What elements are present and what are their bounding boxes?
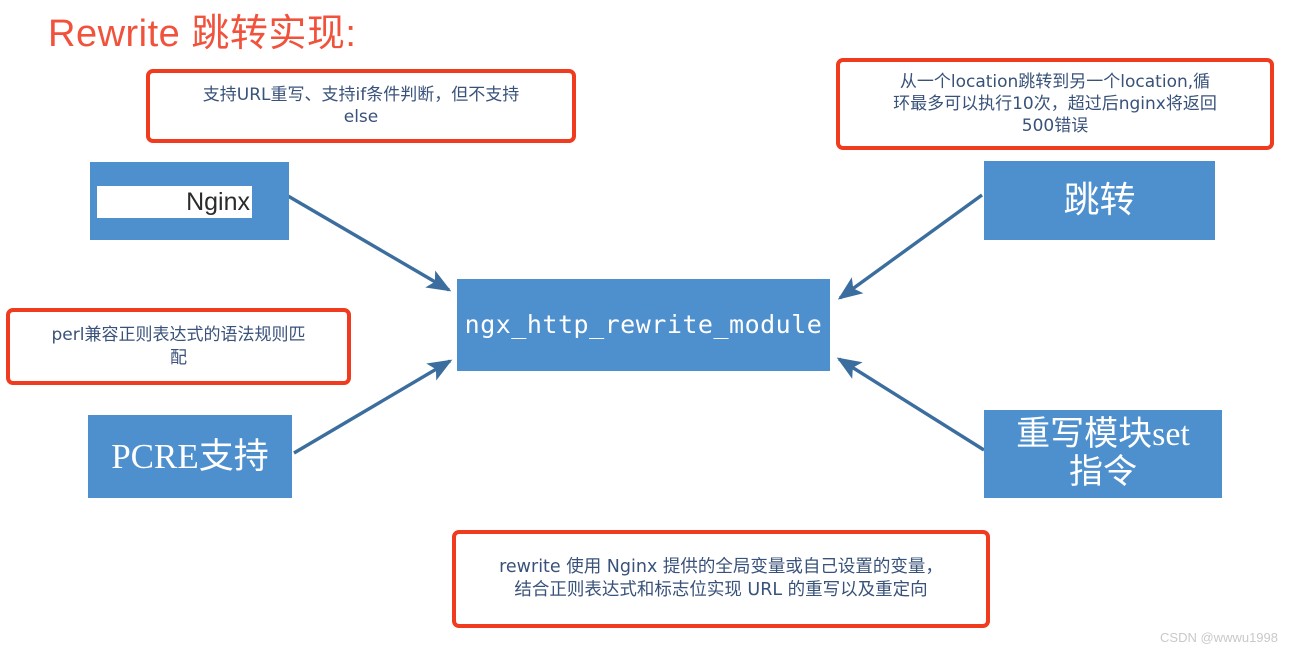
box-module-label: ngx_http_rewrite_module — [464, 310, 823, 339]
arrow-set-directive-to-module — [836, 357, 985, 452]
box-pcre-support[interactable]: PCRE支持 — [88, 415, 292, 498]
callout-perl-regex-text: perl兼容正则表达式的语法规则匹 配 — [51, 325, 306, 368]
arrow-nginx-to-module — [287, 194, 452, 292]
watermark: CSDN @wwwu1998 — [1160, 630, 1278, 645]
callout-perl-regex: perl兼容正则表达式的语法规则匹 配 — [6, 308, 351, 385]
callout-loop-limit-text: 从一个location跳转到另一个location,循 环最多可以执行10次，超… — [893, 71, 1217, 137]
callout-rewrite-description-text: rewrite 使用 Nginx 提供的全局变量或自己设置的变量， 结合正则表达… — [499, 557, 943, 600]
box-set-directive[interactable]: 重写模块set 指令 — [984, 410, 1222, 498]
callout-url-rewrite: 支持URL重写、支持if条件判断，但不支持 else — [146, 69, 576, 143]
arrow-jump-to-module — [837, 193, 983, 300]
page-title: Rewrite 跳转实现: — [48, 13, 357, 55]
callout-rewrite-description: rewrite 使用 Nginx 提供的全局变量或自己设置的变量， 结合正则表达… — [452, 530, 990, 628]
box-set-directive-label: 重写模块set 指令 — [1016, 415, 1190, 491]
box-nginx-label: Nginx — [186, 188, 250, 216]
nginx-label-strip: Nginx — [97, 186, 252, 218]
box-pcre-label: PCRE支持 — [111, 436, 269, 476]
box-ngx-http-rewrite-module[interactable]: ngx_http_rewrite_module — [457, 279, 830, 371]
callout-loop-limit: 从一个location跳转到另一个location,循 环最多可以执行10次，超… — [836, 58, 1274, 150]
box-nginx[interactable]: Nginx — [90, 162, 289, 240]
box-jump-label: 跳转 — [1063, 180, 1136, 221]
box-jump[interactable]: 跳转 — [984, 161, 1215, 240]
callout-url-rewrite-text: 支持URL重写、支持if条件判断，但不支持 else — [202, 84, 520, 127]
